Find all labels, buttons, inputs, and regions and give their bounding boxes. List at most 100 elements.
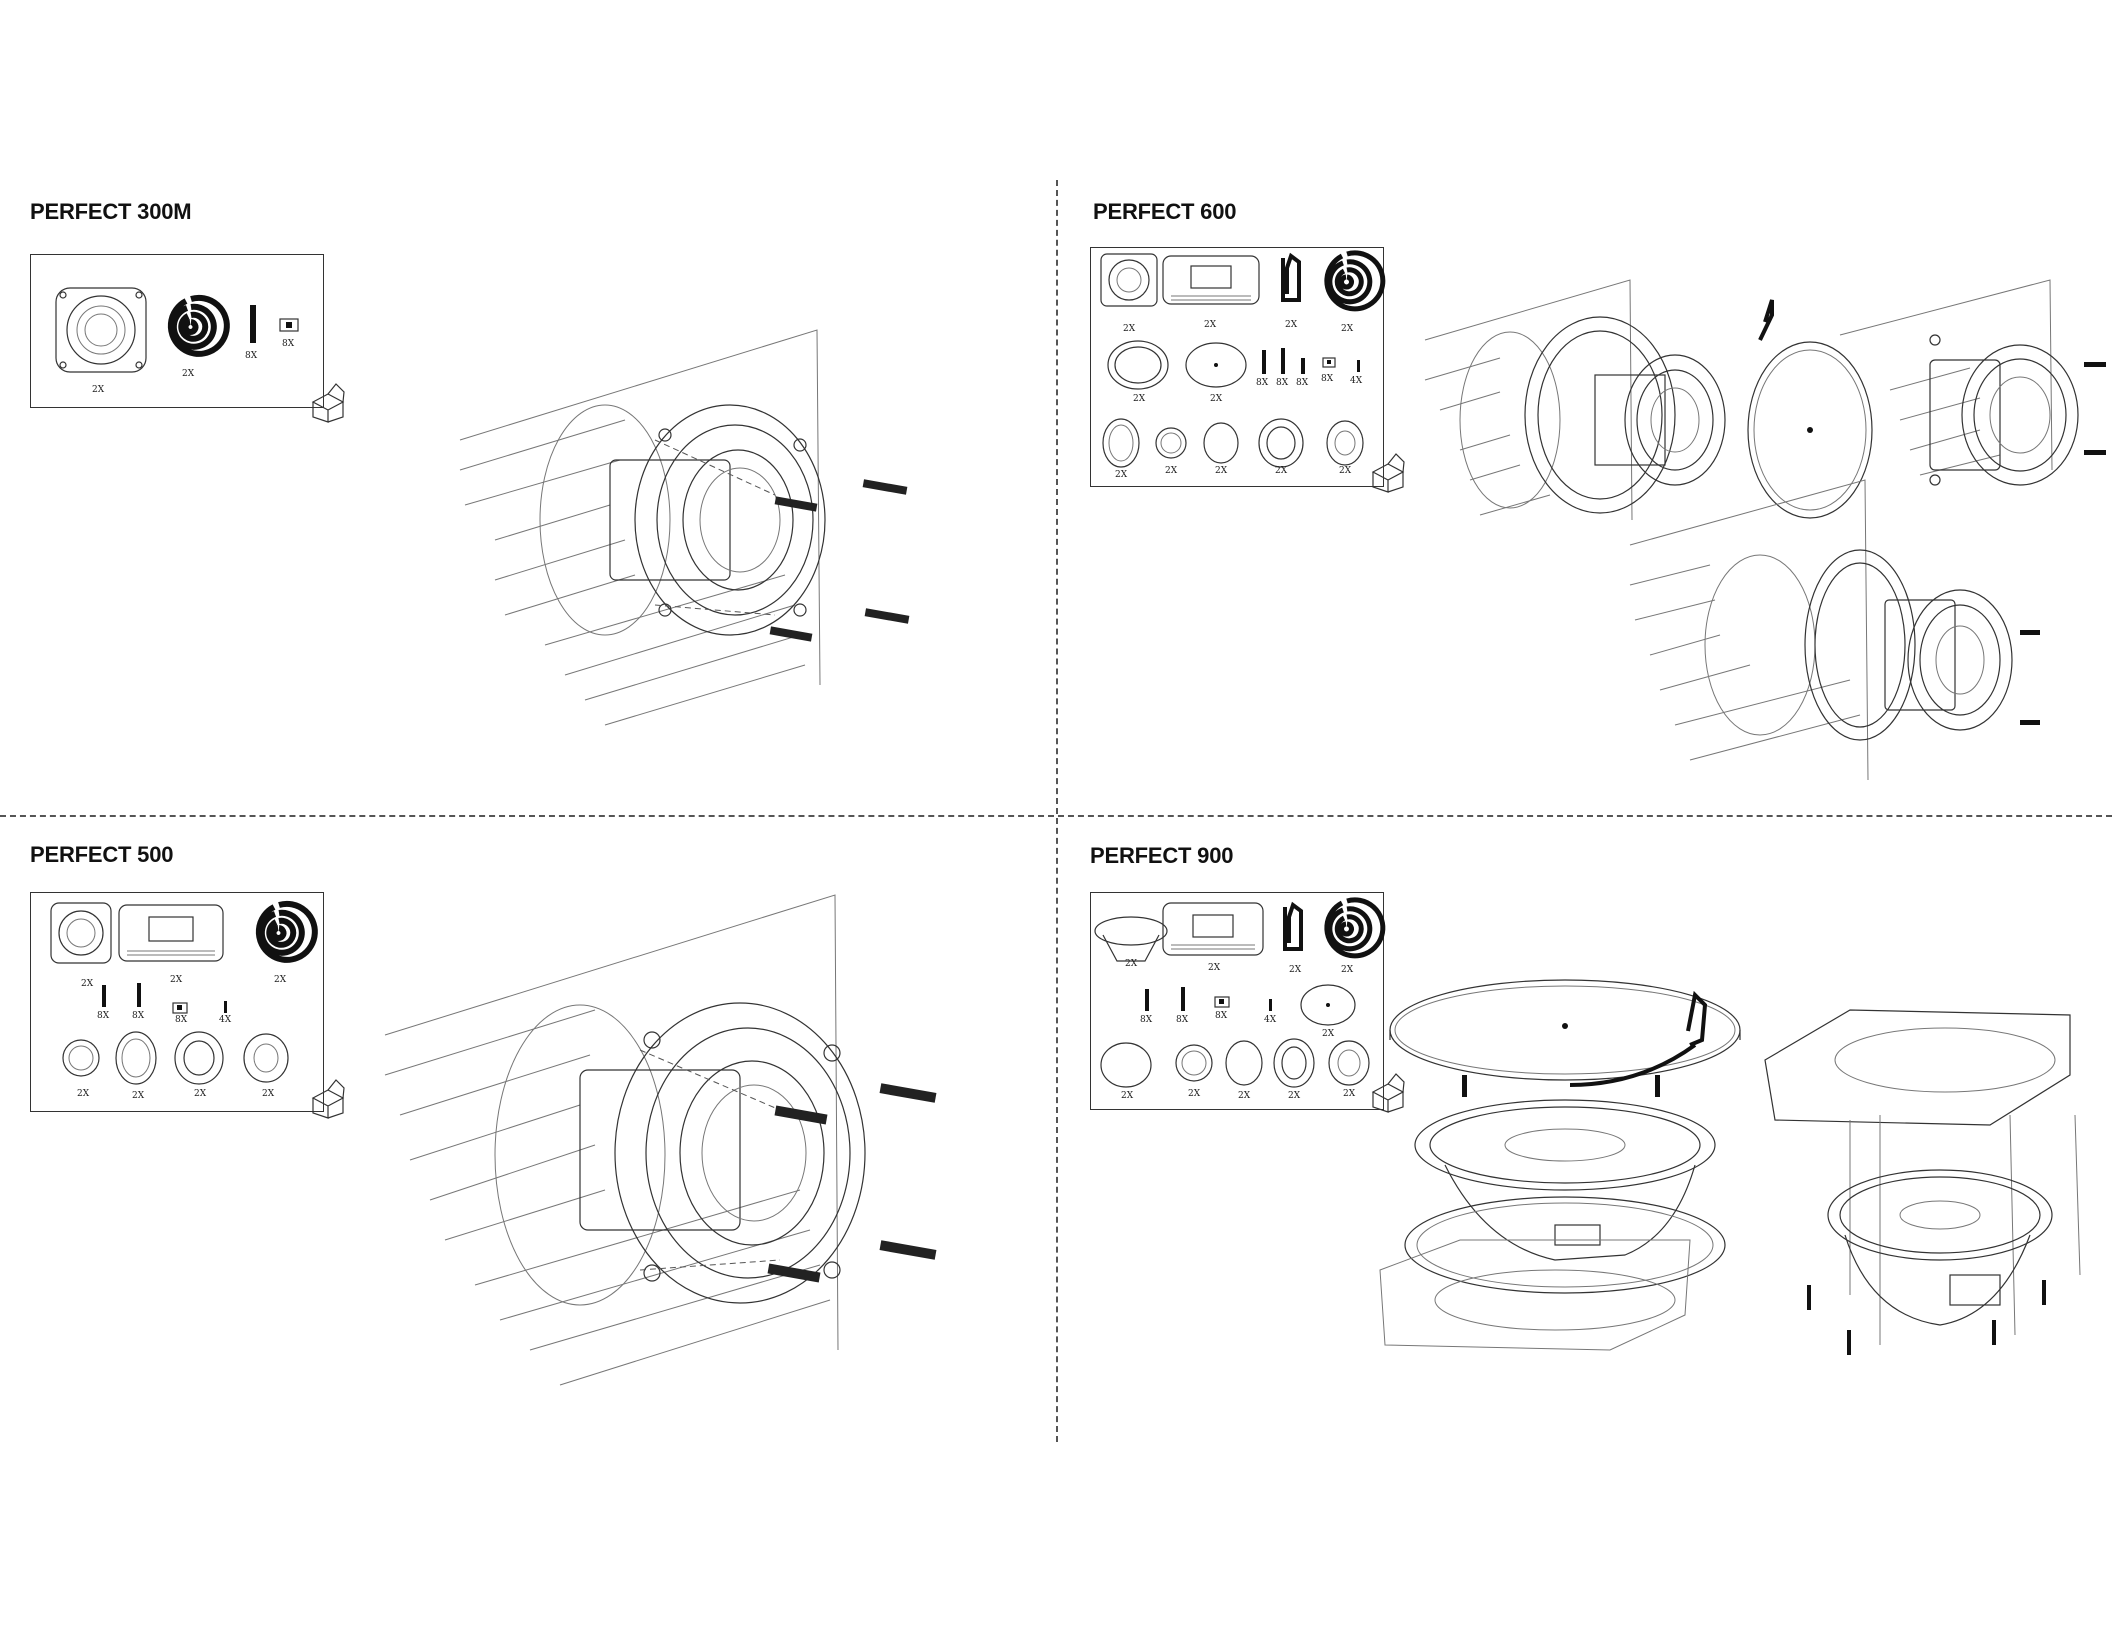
screw-part — [1992, 1320, 1996, 1345]
parts-box-300m: 2X 2X 8X 8X — [30, 254, 324, 408]
adapter-icon — [175, 1032, 223, 1084]
cup-icon — [1156, 428, 1186, 458]
parts-icons-600 — [1091, 248, 1383, 486]
cable-spiral-icon — [1327, 900, 1383, 956]
cable-spiral-icon — [259, 904, 315, 960]
wire-part — [1760, 300, 1772, 340]
wire-part — [1570, 995, 1705, 1085]
screw-part — [2084, 362, 2106, 367]
qty-cup: 2X — [77, 1089, 89, 1099]
screw-icon — [1281, 348, 1285, 374]
screw-part — [2084, 450, 2106, 455]
screw-icon — [1269, 999, 1272, 1011]
qty-cup: 2X — [1188, 1089, 1200, 1099]
horizontal-divider — [0, 815, 2112, 817]
qty-clip: 8X — [175, 1015, 187, 1025]
screw-part — [2042, 1280, 2046, 1305]
qty-adapter: 2X — [1275, 466, 1287, 476]
qty-wire: 2X — [1285, 320, 1297, 330]
screw-icon — [102, 985, 106, 1007]
cable-spiral-icon — [171, 298, 227, 354]
parts-icons-500 — [31, 893, 323, 1111]
qty-mount: 2X — [1343, 1089, 1355, 1099]
mount-board — [1380, 1240, 1690, 1350]
mount-icon — [244, 1034, 288, 1082]
package-box-icon — [308, 382, 348, 422]
qty-small-screw: 4X — [1350, 376, 1362, 386]
screw-part — [1847, 1330, 1851, 1355]
qty-crossover: 2X — [170, 975, 182, 985]
adapter-icon — [1274, 1039, 1314, 1087]
clip-icon — [280, 319, 298, 331]
screw-icon — [1145, 989, 1149, 1011]
parts-box-500: 2X 2X 2X 8X 8X 8X 4X 2X 2X 2X 2X — [30, 892, 324, 1112]
qty-ring: 2X — [1121, 1091, 1133, 1101]
grille-icon — [1301, 985, 1355, 1025]
speaker-woofer — [610, 405, 825, 635]
screw-icon — [137, 983, 141, 1007]
qty-tweeter: 2X — [81, 979, 93, 989]
cup-icon — [63, 1040, 99, 1076]
adapter-icon — [1259, 419, 1303, 467]
qty-mount: 2X — [1339, 466, 1351, 476]
qty-cable: 2X — [274, 975, 286, 985]
cup-icon — [1176, 1045, 1212, 1081]
speaker-right — [1930, 335, 2078, 485]
crossover-icon — [1163, 256, 1259, 304]
crossover-icon — [119, 905, 223, 961]
mount-icon — [1327, 421, 1363, 465]
screw-part — [2020, 630, 2040, 635]
clip-icon — [1215, 997, 1229, 1007]
door-panel — [385, 895, 838, 1385]
qty-screw-b: 8X — [1276, 378, 1288, 388]
qty-ring: 2X — [1133, 394, 1145, 404]
qty-ring-b: 2X — [1215, 466, 1227, 476]
screw-part — [1807, 1285, 1811, 1310]
qty-screw-a: 8X — [1256, 378, 1268, 388]
qty-crossover: 2X — [1208, 963, 1220, 973]
door-panel-bottom — [1630, 480, 1868, 780]
speaker-mid — [1595, 355, 1725, 485]
wire-icon — [1285, 905, 1301, 949]
ring-icon — [1226, 1041, 1262, 1085]
qty-adapter: 2X — [194, 1089, 206, 1099]
qty-adapter: 2X — [1288, 1091, 1300, 1101]
crossover-icon — [1163, 903, 1263, 955]
ring-icon — [1204, 423, 1238, 463]
qty-mount: 2X — [262, 1089, 274, 1099]
qty-grille: 2X — [1210, 394, 1222, 404]
speaker-icon — [56, 288, 146, 372]
screw-icon — [1301, 358, 1305, 374]
qty-ring: 2X — [132, 1091, 144, 1101]
qty-clip: 8X — [282, 339, 294, 349]
mount-icon — [1329, 1041, 1369, 1085]
ring-icon — [1108, 341, 1168, 389]
cable-spiral-icon — [1327, 253, 1383, 309]
qty-small-screw: 4X — [1264, 1015, 1276, 1025]
screw-parts — [640, 1050, 936, 1282]
speaker-woofer — [580, 1003, 865, 1303]
vertical-divider — [1056, 180, 1058, 1442]
qty-clip: 8X — [1215, 1011, 1227, 1021]
qty-screw-c: 8X — [1296, 378, 1308, 388]
qty-screw-a: 8X — [97, 1011, 109, 1021]
door-panel — [460, 330, 820, 725]
qty-small-screw: 4X — [219, 1015, 231, 1025]
screw-icon — [224, 1001, 227, 1013]
qty-screw-a: 8X — [1140, 1015, 1152, 1025]
screw-icon — [1262, 350, 1266, 374]
qty-cable: 2X — [1341, 965, 1353, 975]
parts-icons-300m — [31, 255, 323, 407]
install-diagram-500 — [380, 890, 940, 1410]
package-box-icon — [308, 1078, 348, 1118]
grille-icon — [1186, 343, 1246, 387]
wire-icon — [1283, 256, 1299, 300]
tweeter-icon — [1101, 254, 1157, 306]
screw-parts — [655, 440, 909, 642]
bracket-icon — [1103, 419, 1139, 467]
woofer-right — [1828, 1170, 2052, 1325]
tweeter-icon — [51, 903, 111, 963]
parts-box-900: 2X 2X 2X 2X 8X 8X 8X 4X 2X 2X 2X 2X 2X 2… — [1090, 892, 1384, 1110]
qty-ring-b: 2X — [1238, 1091, 1250, 1101]
ring-icon — [1101, 1043, 1151, 1087]
